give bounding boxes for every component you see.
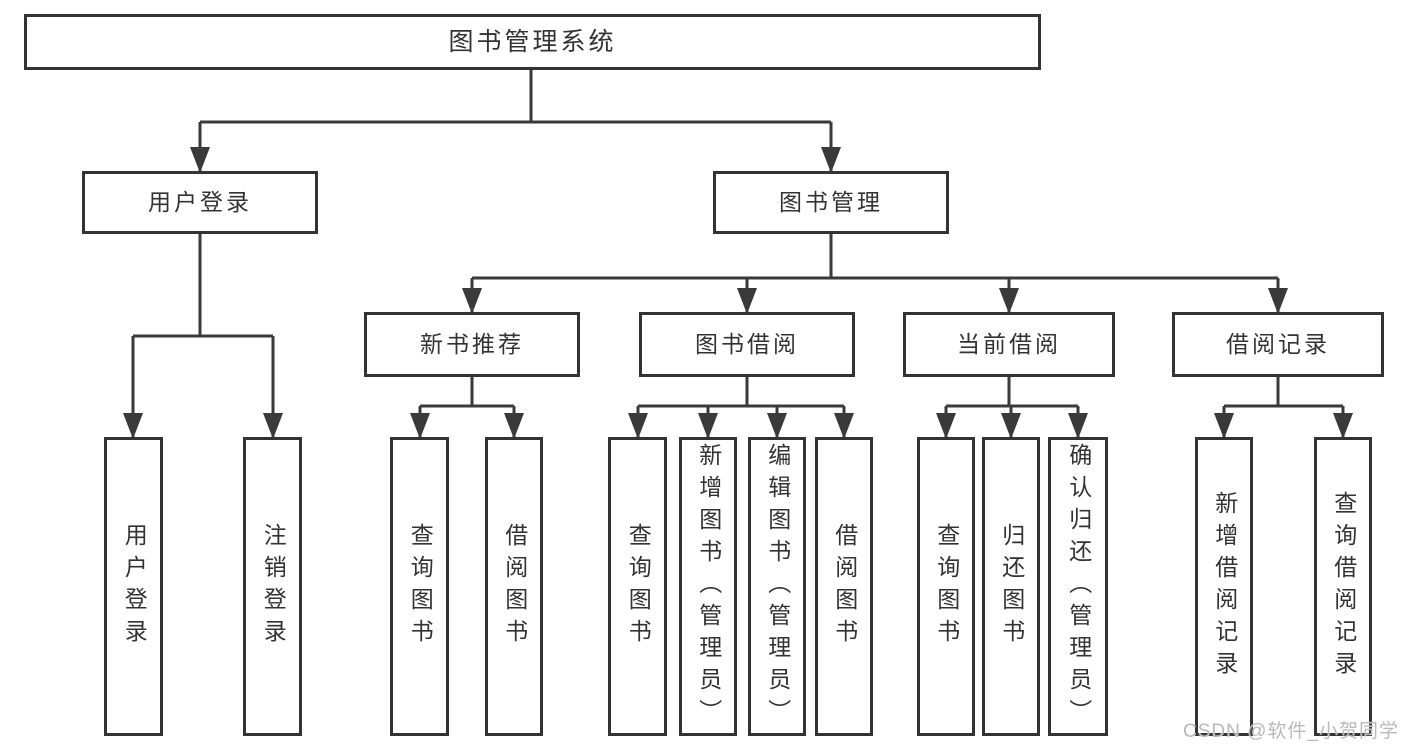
leaf-query-borrow-record: 查询借阅记录 [1314,437,1372,736]
node-borrowing-records: 借阅记录 [1172,312,1384,377]
leaf-borrow-books-recommend: 借阅图书 [485,437,543,736]
leaf-confirm-return-admin: 确认归还（管理员） [1048,437,1108,736]
node-current-borrowing: 当前借阅 [903,312,1115,377]
node-library-system: 图书管理系统 [24,14,1041,70]
leaf-query-books-borrowing: 查询图书 [608,437,667,736]
leaf-borrow-books-borrowing: 借阅图书 [815,437,873,736]
node-new-book-recommend: 新书推荐 [364,312,580,377]
node-book-borrowing: 图书借阅 [639,312,855,377]
leaf-logout: 注销登录 [243,437,302,736]
leaf-return-books: 归还图书 [982,437,1040,736]
leaf-add-book-admin: 新增图书（管理员） [679,437,737,736]
leaf-add-borrow-record: 新增借阅记录 [1195,437,1253,736]
node-user-login-branch: 用户登录 [82,171,318,234]
leaf-query-books-current: 查询图书 [917,437,975,736]
csdn-watermark: CSDN @软件_小贺同学 [1183,721,1399,742]
node-book-management-branch: 图书管理 [713,171,949,234]
leaf-edit-book-admin: 编辑图书（管理员） [748,437,806,736]
leaf-query-books-recommend: 查询图书 [390,437,449,736]
leaf-user-login: 用户登录 [104,437,163,736]
